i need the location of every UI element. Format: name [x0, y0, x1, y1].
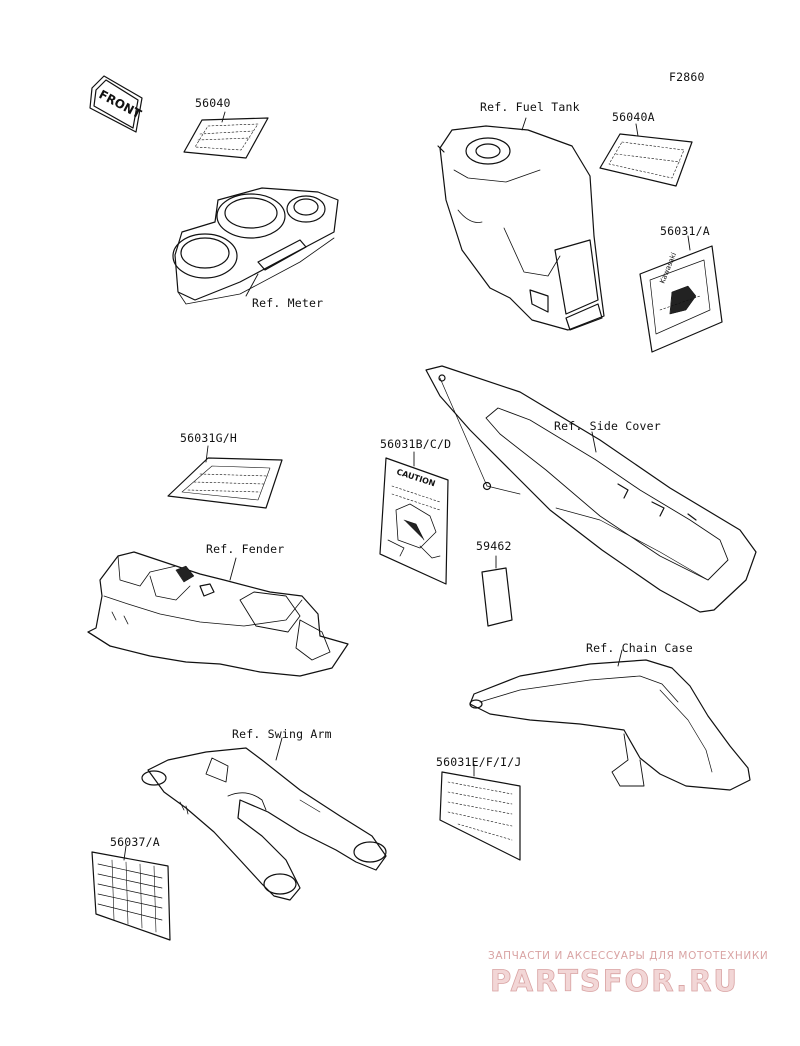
sticker-56037A: [91, 851, 171, 941]
leader-56031A: [687, 235, 691, 251]
part-56031GH-label: 56031G/H: [180, 431, 237, 445]
part-56031BCD-label: 56031B/C/D: [380, 437, 452, 451]
leader-fuel-tank: [521, 117, 527, 131]
part-56040-label: 56040: [195, 96, 231, 110]
leader-56040A: [635, 123, 639, 137]
leader-56040: [221, 111, 226, 123]
caution-label-text: CAUTION: [395, 467, 436, 488]
ref-fuel-tank-label: Ref. Fuel Tank: [480, 100, 580, 114]
fender-part: [87, 551, 349, 677]
ref-swing-arm-label: Ref. Swing Arm: [232, 727, 332, 741]
ref-chain-case-label: Ref. Chain Case: [586, 641, 693, 655]
sticker-56031GH: [167, 457, 283, 509]
leader-56031GH: [205, 445, 209, 463]
leader-56037A: [123, 845, 127, 861]
part-56031A-label: 56031/A: [660, 224, 710, 238]
sticker-56040A: [599, 133, 693, 187]
meter-part: [172, 187, 339, 305]
leader-side-cover: [591, 431, 597, 453]
label-59462: [481, 567, 513, 627]
side-cover-part: [425, 365, 757, 613]
ref-fender-label: Ref. Fender: [206, 542, 285, 556]
ref-side-cover-label: Ref. Side Cover: [554, 419, 661, 433]
sticker-56031EFIJ: [439, 771, 521, 861]
label-56031A: Kawasaki: [639, 245, 723, 353]
fuel-tank-part: [437, 125, 605, 331]
watermark-logo-text: PARTSFOR.RU: [490, 964, 739, 998]
swing-arm-part: [141, 747, 387, 901]
diagram-code: F2860: [669, 70, 705, 84]
front-arrow-icon: FRONT: [89, 75, 144, 133]
chain-case-part: [469, 659, 751, 791]
leader-meter: [245, 273, 259, 297]
part-56037A-label: 56037/A: [110, 835, 160, 849]
leader-swing-arm: [275, 737, 283, 761]
sticker-56040: [183, 117, 269, 159]
part-56031EFIJ-label: 56031E/F/I/J: [436, 755, 522, 769]
leader-fender: [229, 557, 237, 581]
leader-chain-case: [617, 649, 623, 667]
watermark-logo: PARTSFOR.RU: [490, 964, 739, 998]
part-56040A-label: 56040A: [612, 110, 655, 124]
label-56031BCD: CAUTION: [379, 457, 449, 585]
watermark-caption: ЗАПЧАСТИ И АКСЕССУАРЫ ДЛЯ МОТОТЕХНИКИ: [488, 950, 769, 962]
part-59462-label: 59462: [476, 539, 512, 553]
kawasaki-label-text: Kawasaki: [658, 251, 678, 284]
ref-meter-label: Ref. Meter: [252, 296, 324, 310]
